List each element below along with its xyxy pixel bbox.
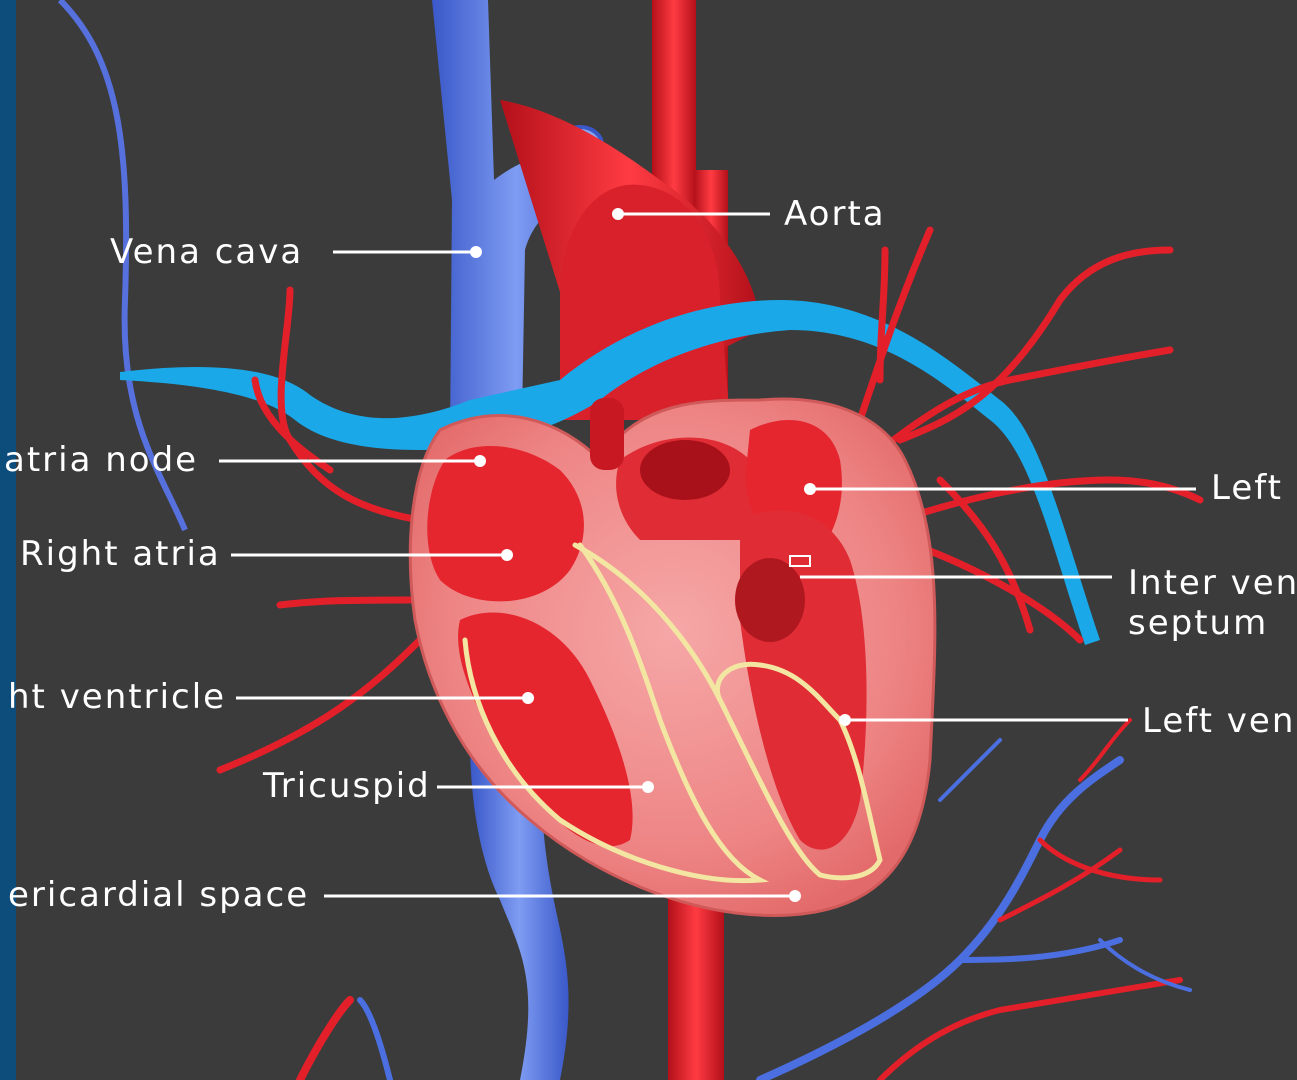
label-right-atria: Right atria bbox=[20, 537, 221, 571]
label-vena-cava: Vena cava bbox=[110, 235, 303, 269]
valve-left bbox=[735, 558, 805, 642]
label-atria-node: atria node bbox=[4, 443, 198, 477]
label-inter-ventricular-septum: Inter ven septum bbox=[1128, 563, 1297, 643]
label-left: Left bbox=[1211, 471, 1283, 505]
label-pericardial-space: ericardial space bbox=[8, 878, 309, 912]
label-right-ventricle: ht ventricle bbox=[8, 680, 226, 714]
pulmonary-valve bbox=[590, 398, 624, 470]
valve-opening bbox=[640, 440, 730, 500]
label-tricuspid: Tricuspid bbox=[263, 769, 431, 803]
label-aorta: Aorta bbox=[784, 197, 886, 231]
label-left-ventricle: Left ven bbox=[1142, 704, 1295, 738]
